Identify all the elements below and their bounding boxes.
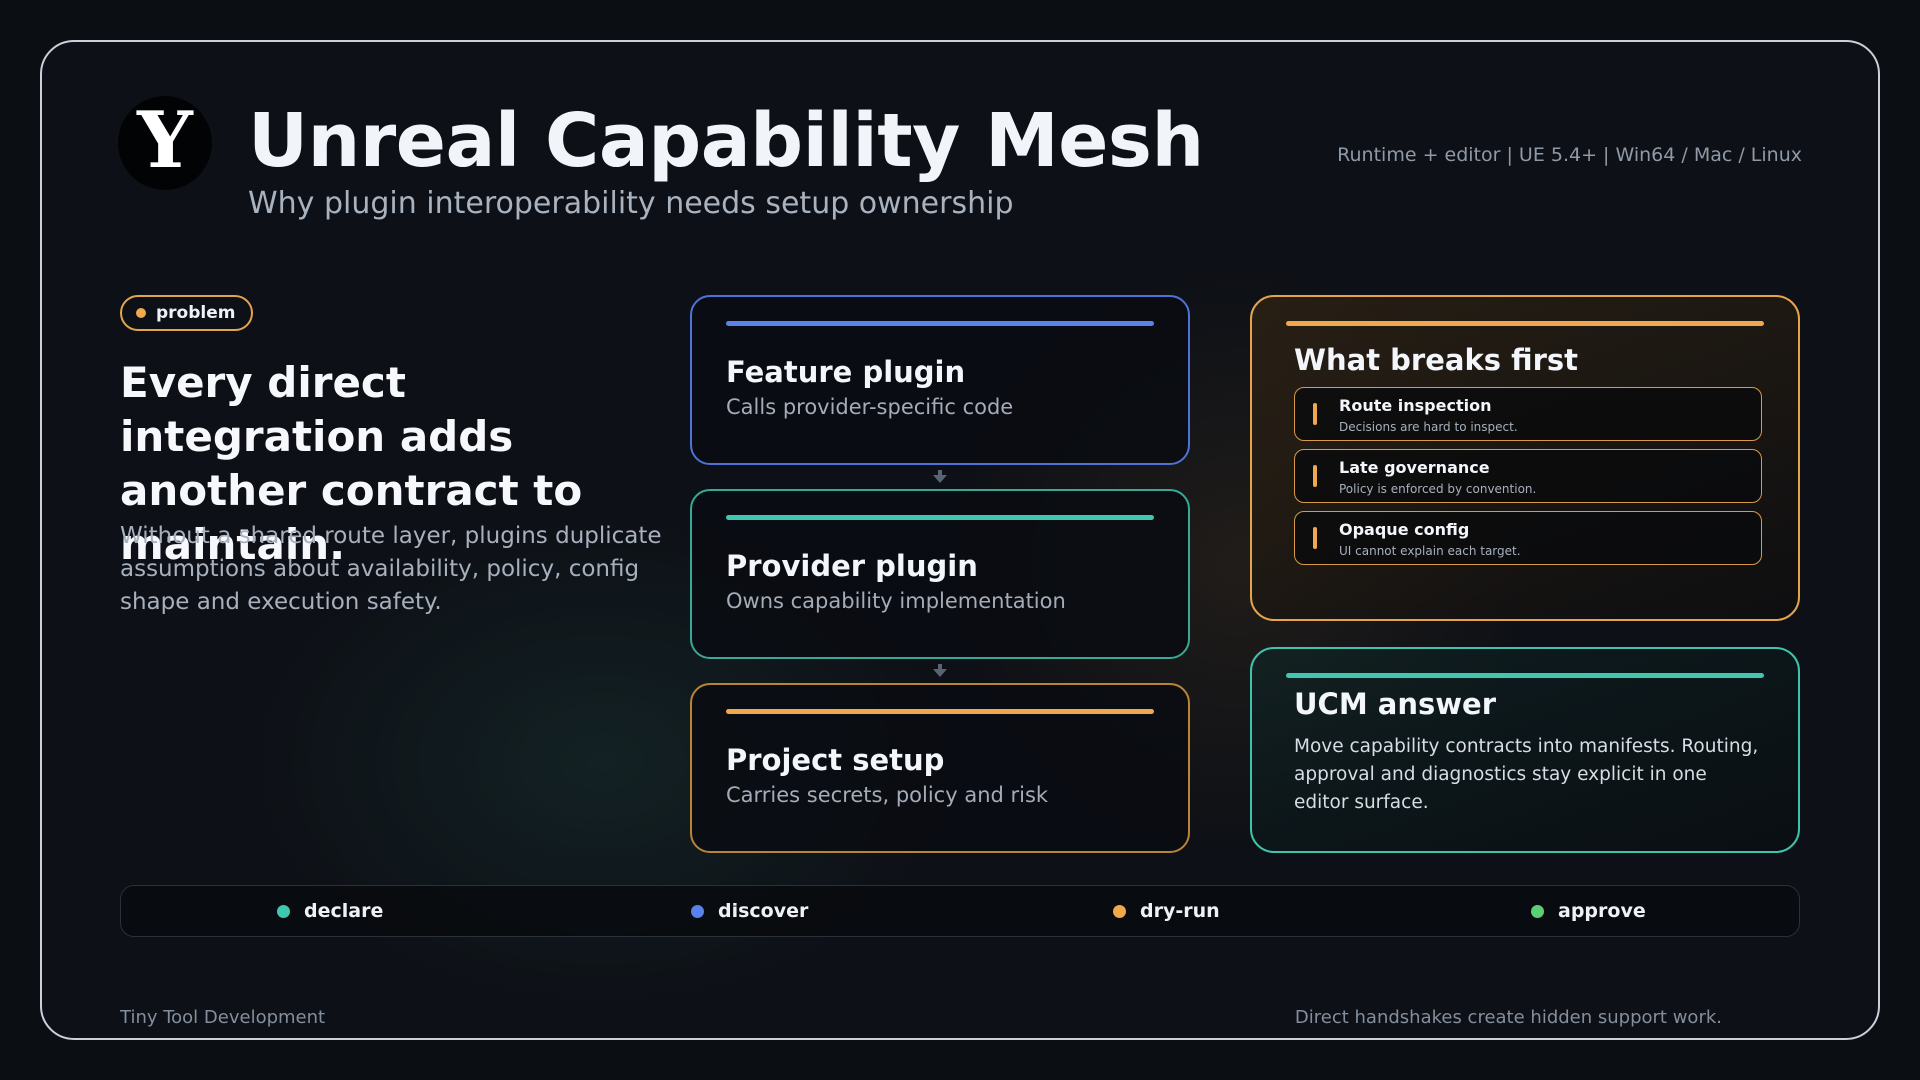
warning-tick-icon [1313,527,1317,549]
accent-bar [1286,673,1764,678]
flow-card-project-setup: Project setup Carries secrets, policy an… [690,683,1190,853]
step-label: approve [1558,900,1646,922]
problem-headline: Every direct integration adds another co… [120,358,583,569]
step-dot-icon [277,904,290,918]
issue-item: Late governance Policy is enforced by co… [1294,449,1762,503]
ucm-answer-card: UCM answer Move capability contracts int… [1250,647,1800,853]
step-dot-icon [1113,904,1126,918]
issue-title: Late governance [1339,458,1490,477]
step-discover: discover [691,900,808,922]
what-breaks-card: What breaks first Route inspection Decis… [1250,295,1800,621]
problem-body: Without a shared route layer, plugins du… [120,523,662,615]
workflow-steps-bar: declare discover dry-run approve [120,885,1800,937]
footer-brand: Tiny Tool Development [120,1007,326,1028]
step-dot-icon [1531,904,1544,918]
step-label: dry-run [1140,900,1220,922]
accent-bar [726,709,1154,714]
warning-tick-icon [1313,465,1317,487]
page-title: Unreal Capability Mesh [248,98,1204,184]
down-arrow-icon [933,470,947,483]
platform-meta: Runtime + editor | UE 5.4+ | Win64 / Mac… [1337,144,1802,166]
logo: Y [118,96,212,190]
problem-tag: problem [120,295,254,331]
issue-desc: UI cannot explain each target. [1339,544,1521,558]
step-approve: approve [1531,900,1646,922]
flow-card-desc: Owns capability implementation [726,589,1066,613]
problem-tag-label: problem [156,303,236,323]
accent-bar [726,515,1154,520]
issue-item: Route inspection Decisions are hard to i… [1294,387,1762,441]
flow-card-provider-plugin: Provider plugin Owns capability implemen… [690,489,1190,659]
tag-dot-icon [136,308,146,318]
card-title: UCM answer [1294,687,1497,721]
step-declare: declare [277,900,383,922]
issue-title: Route inspection [1339,396,1492,415]
accent-bar [726,321,1154,326]
down-arrow-icon [933,664,947,677]
issue-desc: Decisions are hard to inspect. [1339,420,1518,434]
page-subtitle: Why plugin interoperability needs setup … [248,186,1014,221]
warning-tick-icon [1313,403,1317,425]
flow-card-desc: Calls provider-specific code [726,395,1014,419]
step-dry-run: dry-run [1113,900,1220,922]
flow-card-desc: Carries secrets, policy and risk [726,783,1049,807]
issue-desc: Policy is enforced by convention. [1339,482,1537,496]
flow-card-title: Feature plugin [726,355,966,389]
issue-item: Opaque config UI cannot explain each tar… [1294,511,1762,565]
step-label: declare [304,900,384,922]
footer-note: Direct handshakes create hidden support … [1294,1007,1722,1028]
answer-text: Move capability contracts into manifests… [1294,736,1759,813]
step-dot-icon [691,904,704,918]
card-title: What breaks first [1294,343,1579,377]
flow-card-feature-plugin: Feature plugin Calls provider-specific c… [690,295,1190,465]
flow-card-title: Provider plugin [726,549,978,583]
logo-letter: Y [137,95,193,186]
step-label: discover [718,900,809,922]
accent-bar [1286,321,1764,326]
flow-card-title: Project setup [726,743,945,777]
issue-title: Opaque config [1339,520,1470,539]
